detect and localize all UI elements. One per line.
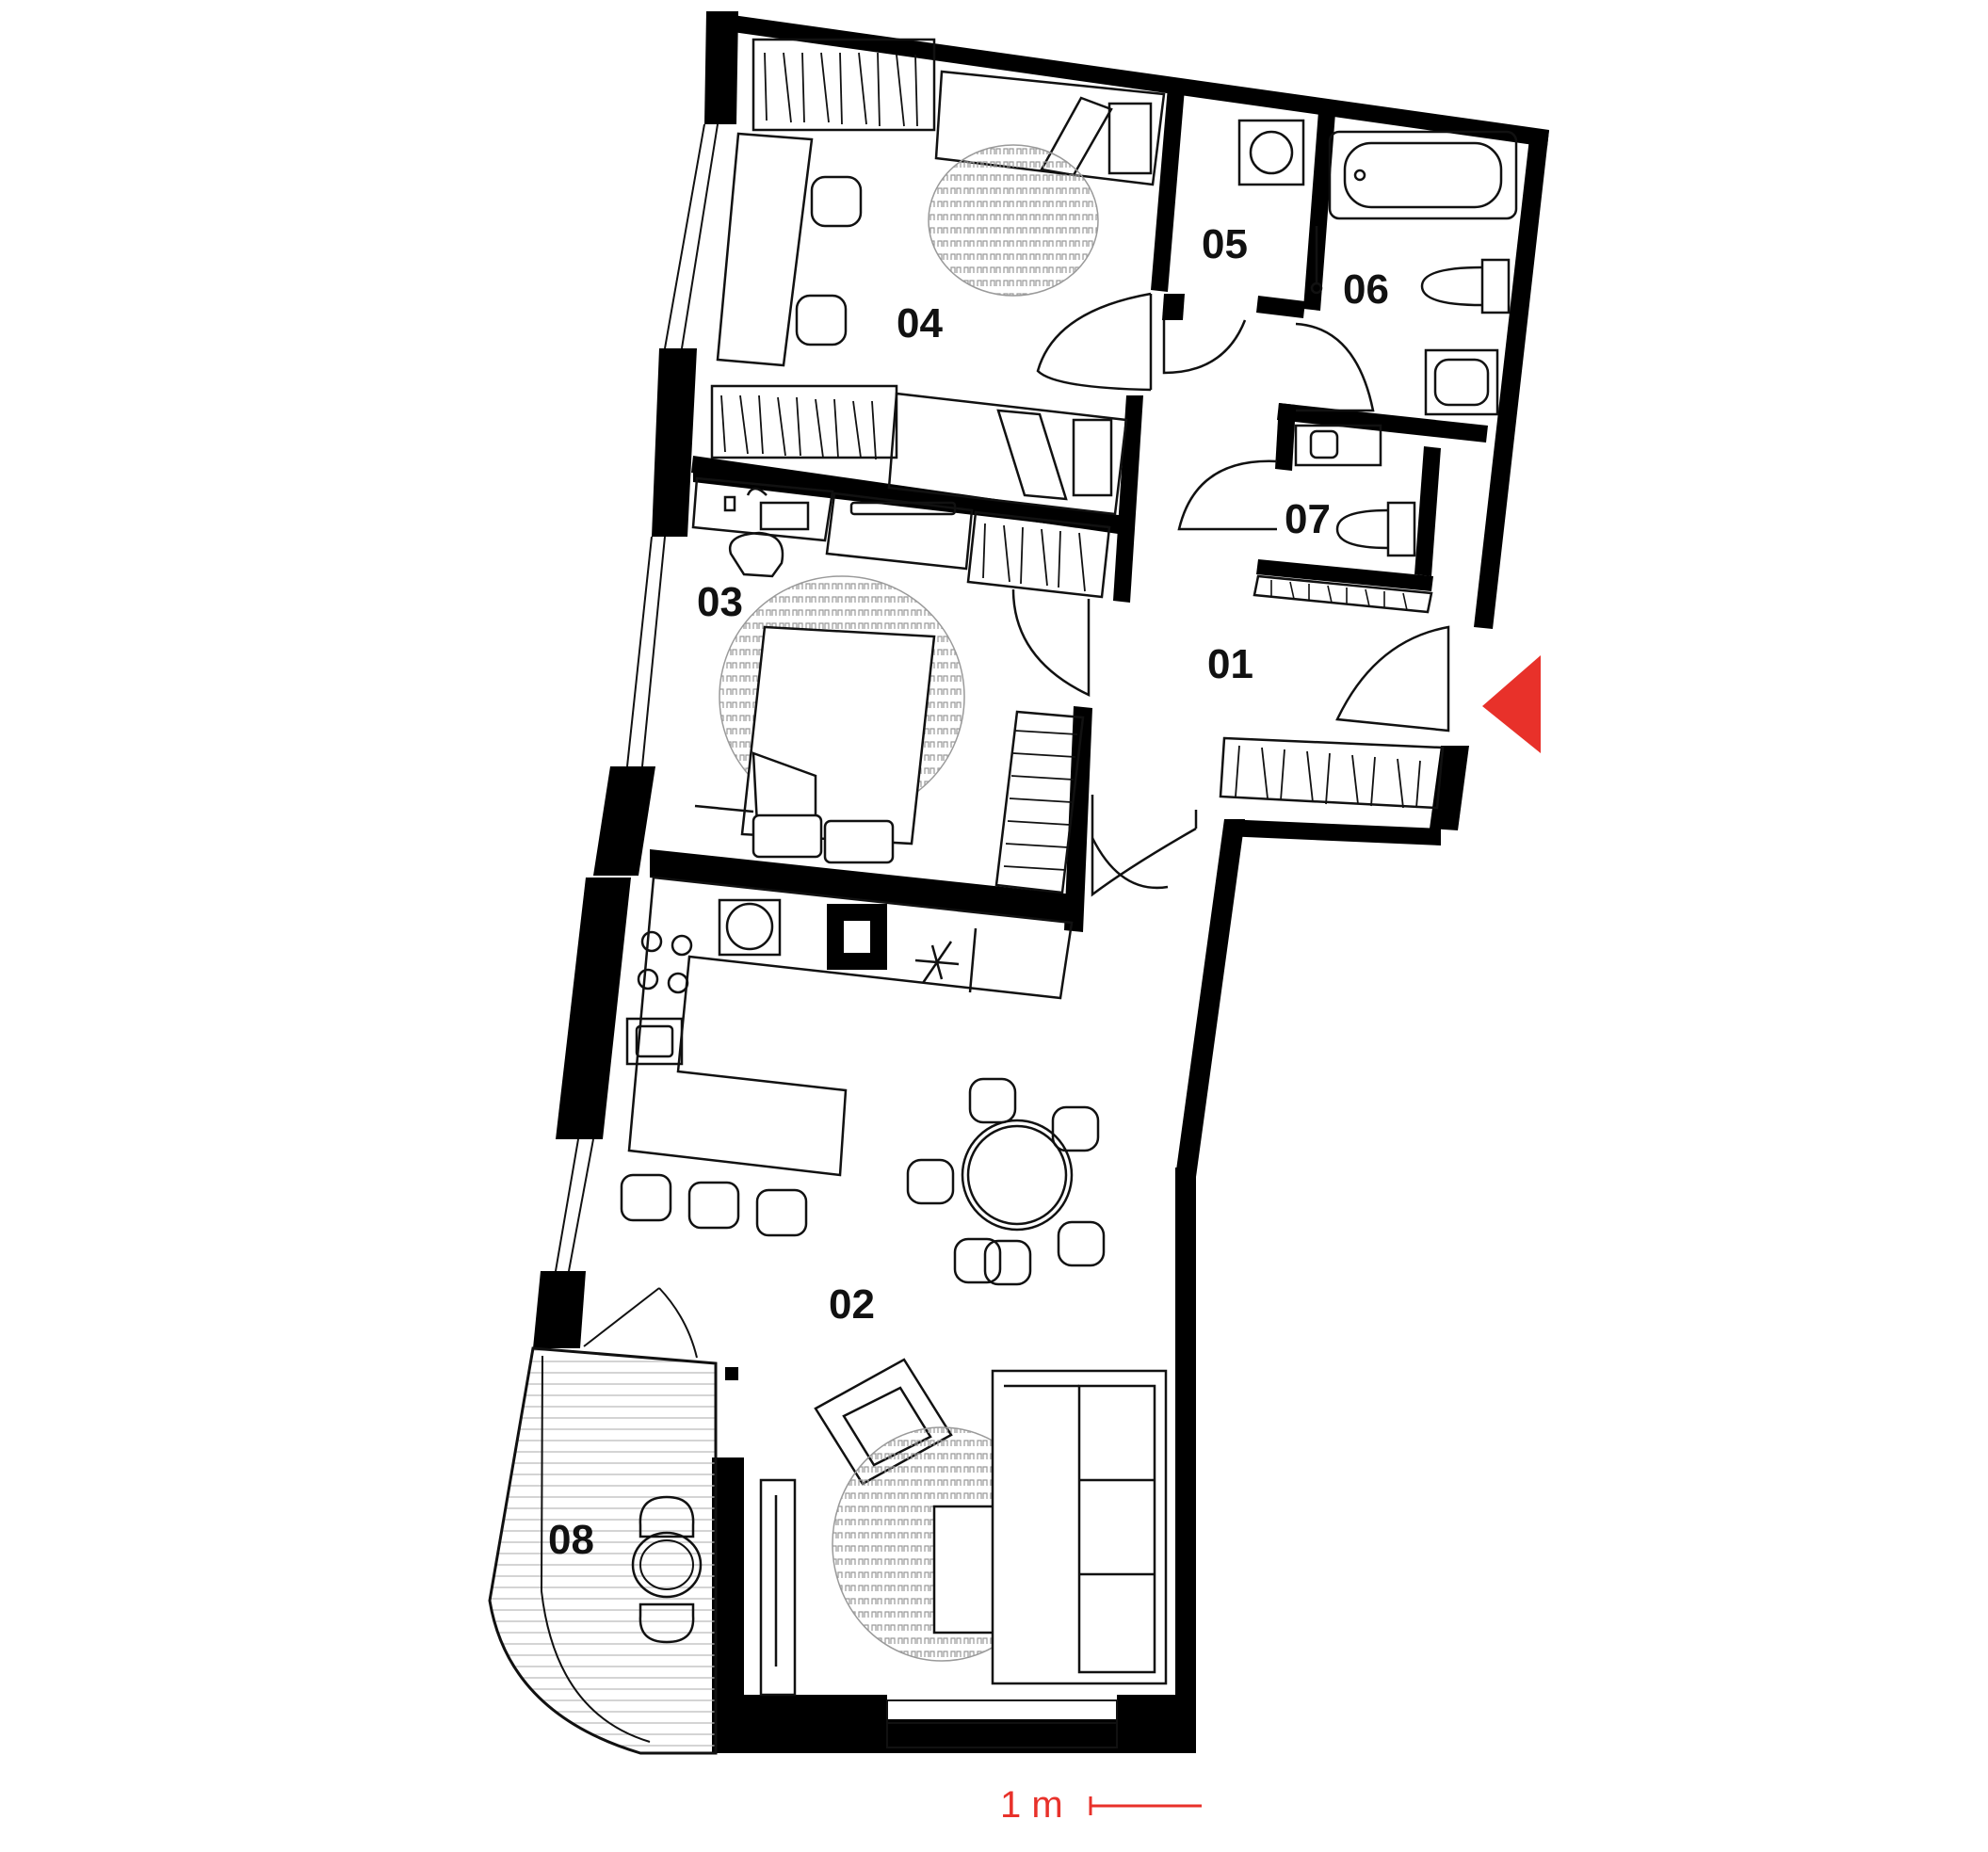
room-labels: 01 02 03 04 05 06 07 08 xyxy=(548,221,1389,1563)
room-03-furniture xyxy=(691,476,1111,894)
balcony xyxy=(488,1287,718,1755)
exterior-walls xyxy=(533,11,1549,1753)
entrance-arrow-icon xyxy=(1482,655,1541,753)
room-label-04: 04 xyxy=(897,300,943,346)
bathrooms-fixtures xyxy=(1219,119,1518,810)
room-label-06: 06 xyxy=(1343,266,1389,313)
doors xyxy=(1011,292,1450,897)
windows xyxy=(555,123,1118,1748)
scale-label: 1 m xyxy=(1000,1784,1063,1826)
room-04-furniture xyxy=(710,38,1166,516)
room-label-01: 01 xyxy=(1207,641,1253,687)
scale-bar: 1 m xyxy=(1000,1784,1202,1826)
room-label-08: 08 xyxy=(548,1517,594,1563)
room-label-03: 03 xyxy=(697,579,743,625)
room-label-02: 02 xyxy=(829,1281,875,1328)
room-label-07: 07 xyxy=(1285,496,1331,542)
kitchen-living-furniture xyxy=(620,876,1168,1697)
room-label-05: 05 xyxy=(1202,221,1248,267)
